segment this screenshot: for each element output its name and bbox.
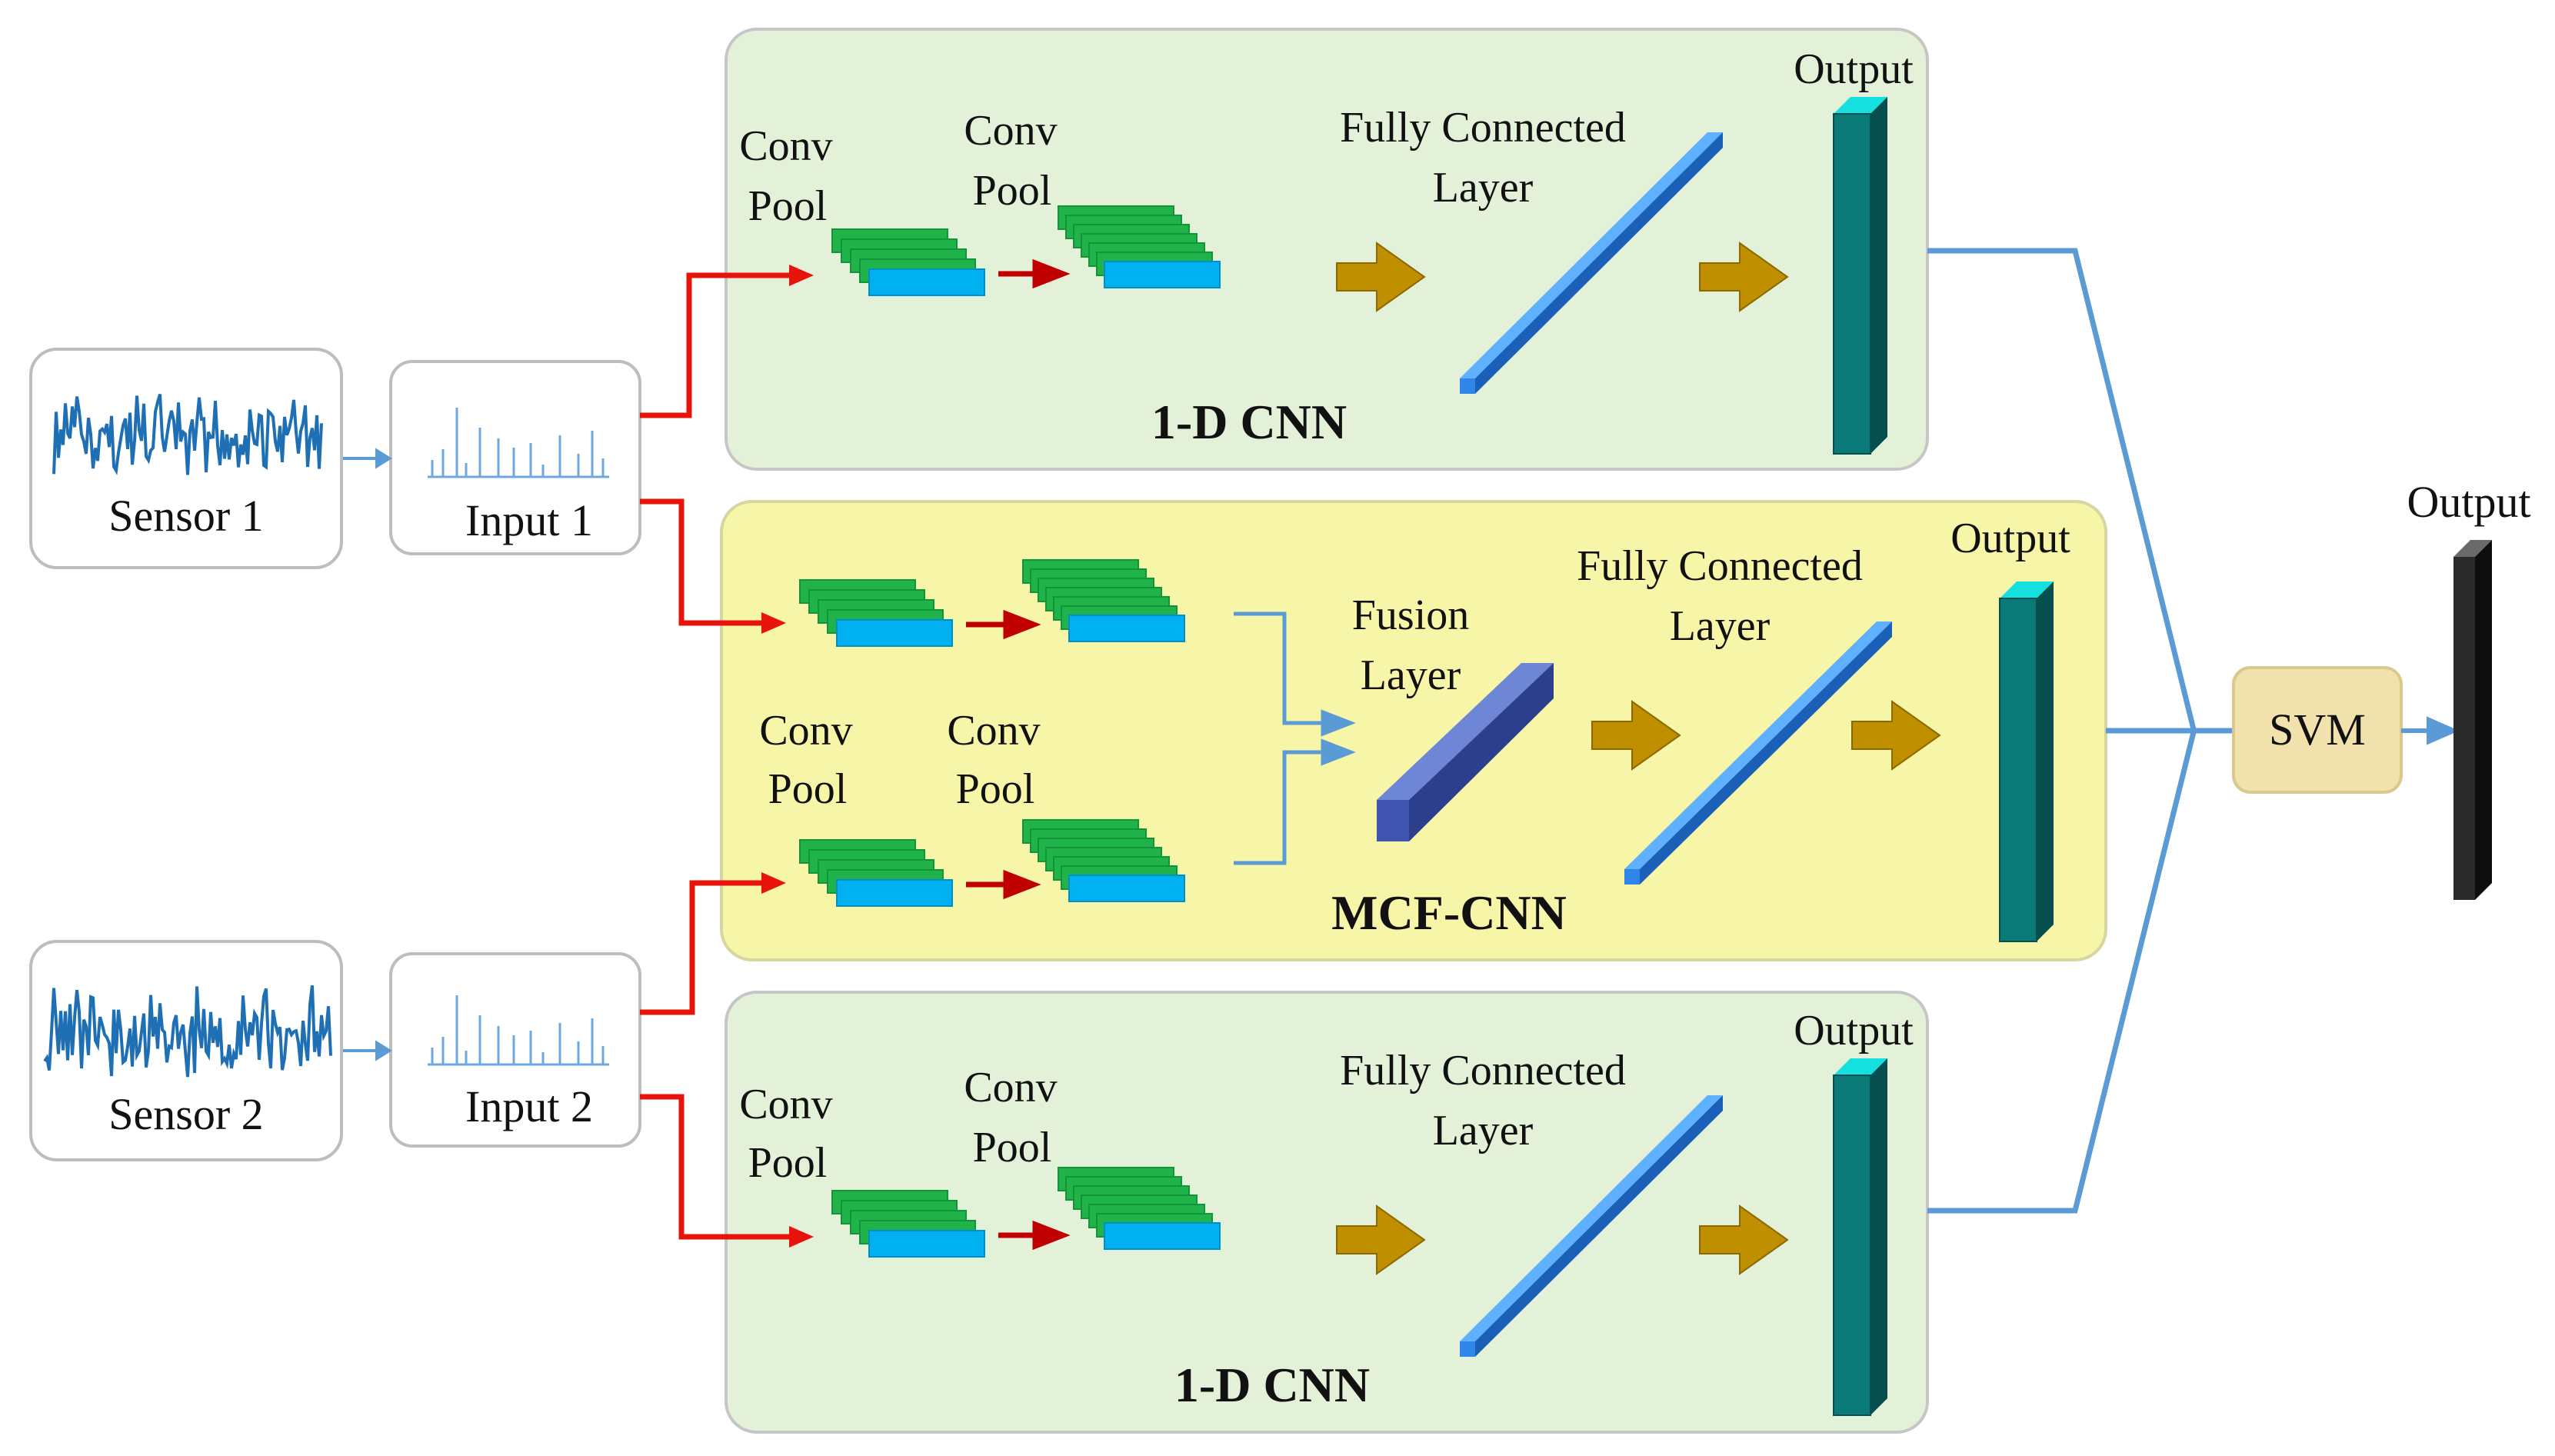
cnn-top-conv2-label: Conv bbox=[964, 107, 1057, 155]
cnn-top-title: 1-D CNN bbox=[1151, 395, 1347, 449]
cnn-bottom-output-column bbox=[1833, 1058, 1887, 1416]
fc-bar-end bbox=[1624, 869, 1640, 885]
mcf-fc-label-2: Layer bbox=[1670, 602, 1771, 650]
final-output-label: Output bbox=[2407, 477, 2530, 527]
mcf-fusion-label-2: Layer bbox=[1361, 651, 1461, 699]
feature-map bbox=[1104, 1222, 1221, 1250]
mcf-fc-bar bbox=[1624, 621, 1892, 885]
gold-arrow bbox=[1699, 1204, 1789, 1275]
cnn-bottom-stack-2 bbox=[1058, 1167, 1221, 1250]
mcf-stack-1-top bbox=[799, 579, 953, 647]
output-front bbox=[1833, 1075, 1871, 1416]
fc-bar-side bbox=[1475, 1095, 1723, 1357]
red-routing-lines bbox=[640, 272, 792, 1240]
input-1-spectrum bbox=[428, 408, 609, 478]
fc-bar-side bbox=[1640, 621, 1892, 885]
cnn-bottom-stack-1 bbox=[831, 1190, 985, 1258]
cnn-top-fc-label-1: Fully Connected bbox=[1340, 104, 1626, 152]
mcf-stack-2-top bbox=[1022, 559, 1185, 642]
cnn-bottom-output-label: Output bbox=[1794, 1007, 1914, 1055]
cnn-top-output-label: Output bbox=[1794, 45, 1914, 93]
fc-bar-top bbox=[1460, 1095, 1723, 1341]
feature-map bbox=[1068, 875, 1185, 902]
fc-bar-end bbox=[1460, 378, 1475, 394]
output-front bbox=[1833, 113, 1871, 455]
branch-output-columns bbox=[1833, 97, 2054, 1416]
mcf-output-column bbox=[1999, 581, 2054, 942]
fc-bar-top bbox=[1624, 621, 1892, 869]
final-output-block bbox=[2453, 540, 2492, 900]
cnn-bottom-fc-label-2: Layer bbox=[1433, 1107, 1534, 1154]
cnn-top-fc-label-2: Layer bbox=[1433, 164, 1534, 212]
cnn-bottom-conv2-label: Conv bbox=[964, 1064, 1057, 1111]
input-2-spectrum bbox=[428, 995, 609, 1066]
conv-to-conv-arrows bbox=[966, 258, 1071, 1251]
mcf-fusion-label-1: Fusion bbox=[1352, 591, 1470, 639]
gold-arrow bbox=[1699, 242, 1789, 312]
mcf-output-label: Output bbox=[1950, 515, 2070, 562]
fc-bar-end bbox=[1460, 1341, 1475, 1357]
output-side bbox=[2037, 581, 2054, 941]
fc-bar-top bbox=[1460, 132, 1723, 378]
output-top bbox=[1834, 1058, 1887, 1075]
feature-map bbox=[836, 879, 953, 907]
sensor-to-input-arrows bbox=[343, 448, 392, 1061]
sensor-2-waveform bbox=[43, 985, 332, 1078]
red-arrowheads bbox=[761, 265, 814, 1248]
branch-to-svm-lines bbox=[1927, 248, 2234, 1214]
cnn-bottom-pool2-label: Pool bbox=[973, 1124, 1052, 1171]
gold-arrows bbox=[1336, 242, 1941, 1275]
gold-arrow bbox=[1851, 700, 1941, 771]
fusion-layer-block bbox=[1377, 663, 1554, 841]
mcf-title: MCF-CNN bbox=[1331, 885, 1567, 940]
feature-map-stacks bbox=[799, 205, 1221, 1258]
feature-map bbox=[1104, 261, 1221, 288]
cnn-top-conv1-label: Conv bbox=[739, 122, 832, 170]
mcf-conv2-label: Conv bbox=[947, 707, 1040, 755]
feature-map bbox=[1068, 615, 1185, 642]
output-side bbox=[1870, 1058, 1887, 1415]
mcf-stack-2-bottom bbox=[1022, 819, 1185, 902]
mcf-pool1-label: Pool bbox=[768, 765, 848, 813]
gold-arrow bbox=[1336, 242, 1426, 312]
mcf-pool2-label: Pool bbox=[956, 765, 1035, 813]
cnn-bottom-conv1-label: Conv bbox=[739, 1081, 832, 1128]
cnn-bottom-fc-bar bbox=[1460, 1095, 1723, 1357]
output-top bbox=[2000, 581, 2054, 598]
cnn-bottom-fc-label-1: Fully Connected bbox=[1340, 1047, 1626, 1094]
feature-map bbox=[868, 1230, 985, 1258]
output-side bbox=[1870, 97, 1887, 454]
gold-arrow bbox=[1591, 700, 1681, 771]
fusion-input-brackets bbox=[1234, 611, 1356, 865]
svm-to-output-arrow bbox=[2401, 716, 2460, 745]
cnn-top-pool2-label: Pool bbox=[973, 167, 1052, 215]
input-2-label: Input 2 bbox=[465, 1081, 593, 1131]
cnn-bottom-title: 1-D CNN bbox=[1174, 1358, 1370, 1412]
input-1-label: Input 1 bbox=[465, 495, 593, 545]
mcf-conv1-label: Conv bbox=[759, 707, 852, 755]
cnn-top-stack-1 bbox=[831, 228, 985, 296]
cnn-top-stack-2 bbox=[1058, 205, 1221, 288]
feature-map bbox=[868, 268, 985, 296]
output-top bbox=[1834, 97, 1887, 114]
feature-map bbox=[836, 619, 953, 647]
fully-connected-layers bbox=[1460, 132, 1892, 1357]
output-front bbox=[1999, 598, 2037, 942]
cnn-bottom-pool1-label: Pool bbox=[748, 1139, 828, 1187]
cnn-top-fc-bar bbox=[1460, 132, 1723, 394]
sensor-1-label: Sensor 1 bbox=[108, 491, 263, 541]
cnn-top-output-column bbox=[1833, 97, 1887, 455]
gold-arrow bbox=[1336, 1204, 1426, 1275]
cnn-top-pool1-label: Pool bbox=[748, 182, 828, 230]
mcf-stack-1-bottom bbox=[799, 839, 953, 907]
mcf-fc-label-1: Fully Connected bbox=[1577, 542, 1863, 590]
fc-bar-side bbox=[1475, 132, 1723, 394]
sensor-2-label: Sensor 2 bbox=[108, 1089, 263, 1139]
sensor-1-waveform bbox=[52, 394, 323, 475]
svm-label: SVM bbox=[2269, 705, 2366, 755]
